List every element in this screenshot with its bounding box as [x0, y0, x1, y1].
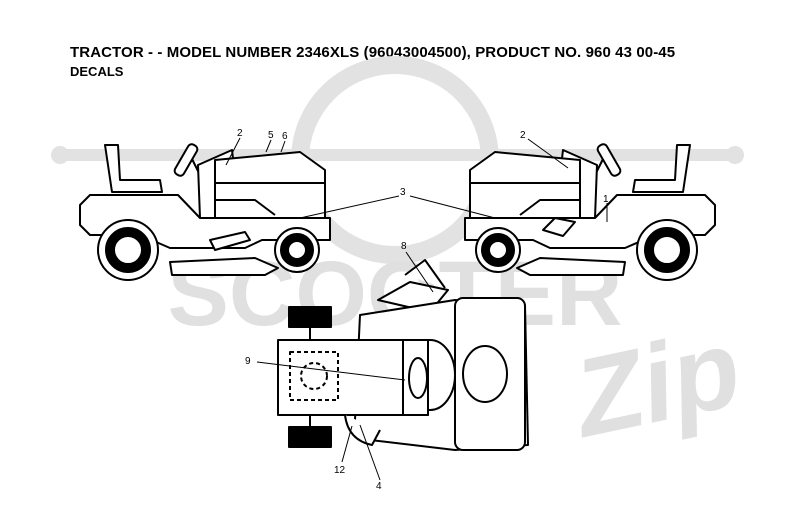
callout-4: 4	[376, 481, 382, 492]
leader-lines	[225, 137, 608, 481]
callout-6: 6	[282, 131, 288, 142]
callout-3: 3	[400, 187, 406, 198]
tractor-right-side-view	[464, 143, 716, 281]
callout-5: 5	[268, 130, 274, 141]
callout-9: 9	[245, 356, 251, 367]
tractor-left-side-view	[79, 143, 331, 281]
callout-1: 1	[603, 194, 609, 205]
callout-2-right: 2	[520, 130, 526, 141]
callouts: 2 5 6 2 3 1 8 9 12 4	[237, 128, 609, 492]
page-title: TRACTOR - - MODEL NUMBER 2346XLS (960430…	[70, 44, 676, 61]
page-subtitle: DECALS	[70, 64, 124, 79]
callout-12: 12	[334, 465, 346, 476]
callout-2-left: 2	[237, 128, 243, 139]
tractor-top-view	[277, 259, 529, 451]
callout-8: 8	[401, 241, 407, 252]
